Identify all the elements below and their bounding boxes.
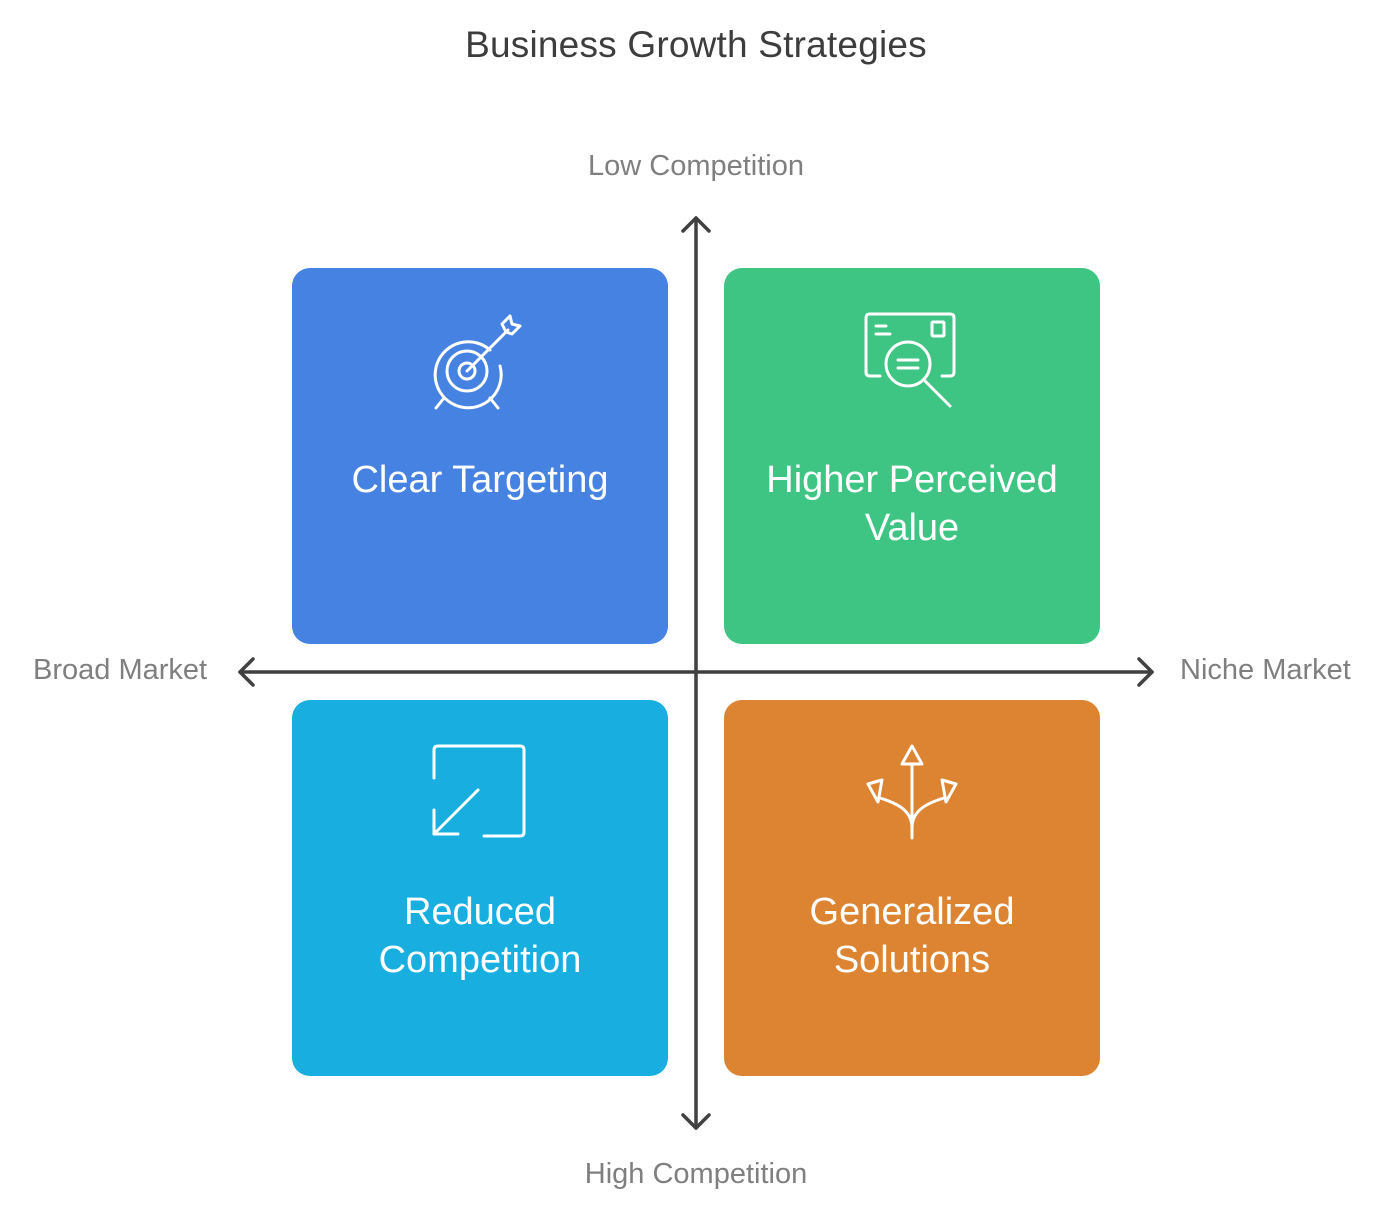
axis-label-top: Low Competition xyxy=(588,150,804,182)
axis-label-left: Broad Market xyxy=(33,654,208,686)
arrow-up xyxy=(681,216,711,233)
split-arrows-icon xyxy=(866,744,958,840)
quadrant-label: Clear Targeting xyxy=(351,459,609,501)
quadrant-label: Generalized Solutions xyxy=(809,891,1015,981)
shrink-arrow-icon xyxy=(432,744,526,838)
quadrant-higher-perceived-value: Higher Perceived Value xyxy=(724,268,1100,644)
quadrant-clear-targeting: Clear Targeting xyxy=(292,268,668,644)
arrow-down xyxy=(681,1113,711,1130)
target-arrow-icon xyxy=(433,314,522,410)
axis-label-bottom: High Competition xyxy=(584,1158,808,1190)
arrow-left xyxy=(238,657,255,687)
arrow-right xyxy=(1137,657,1154,687)
axis-label-right: Niche Market xyxy=(1180,654,1351,686)
quadrant-label: Higher Perceived Value xyxy=(766,459,1058,549)
quadrant-label: Reduced Competition xyxy=(378,891,582,981)
quadrant-generalized-solutions: Generalized Solutions xyxy=(724,700,1100,1076)
quadrant-reduced-competition: Reduced Competition xyxy=(292,700,668,1076)
document-search-icon xyxy=(864,312,956,408)
diagram-title: Business Growth Strategies xyxy=(465,24,927,65)
